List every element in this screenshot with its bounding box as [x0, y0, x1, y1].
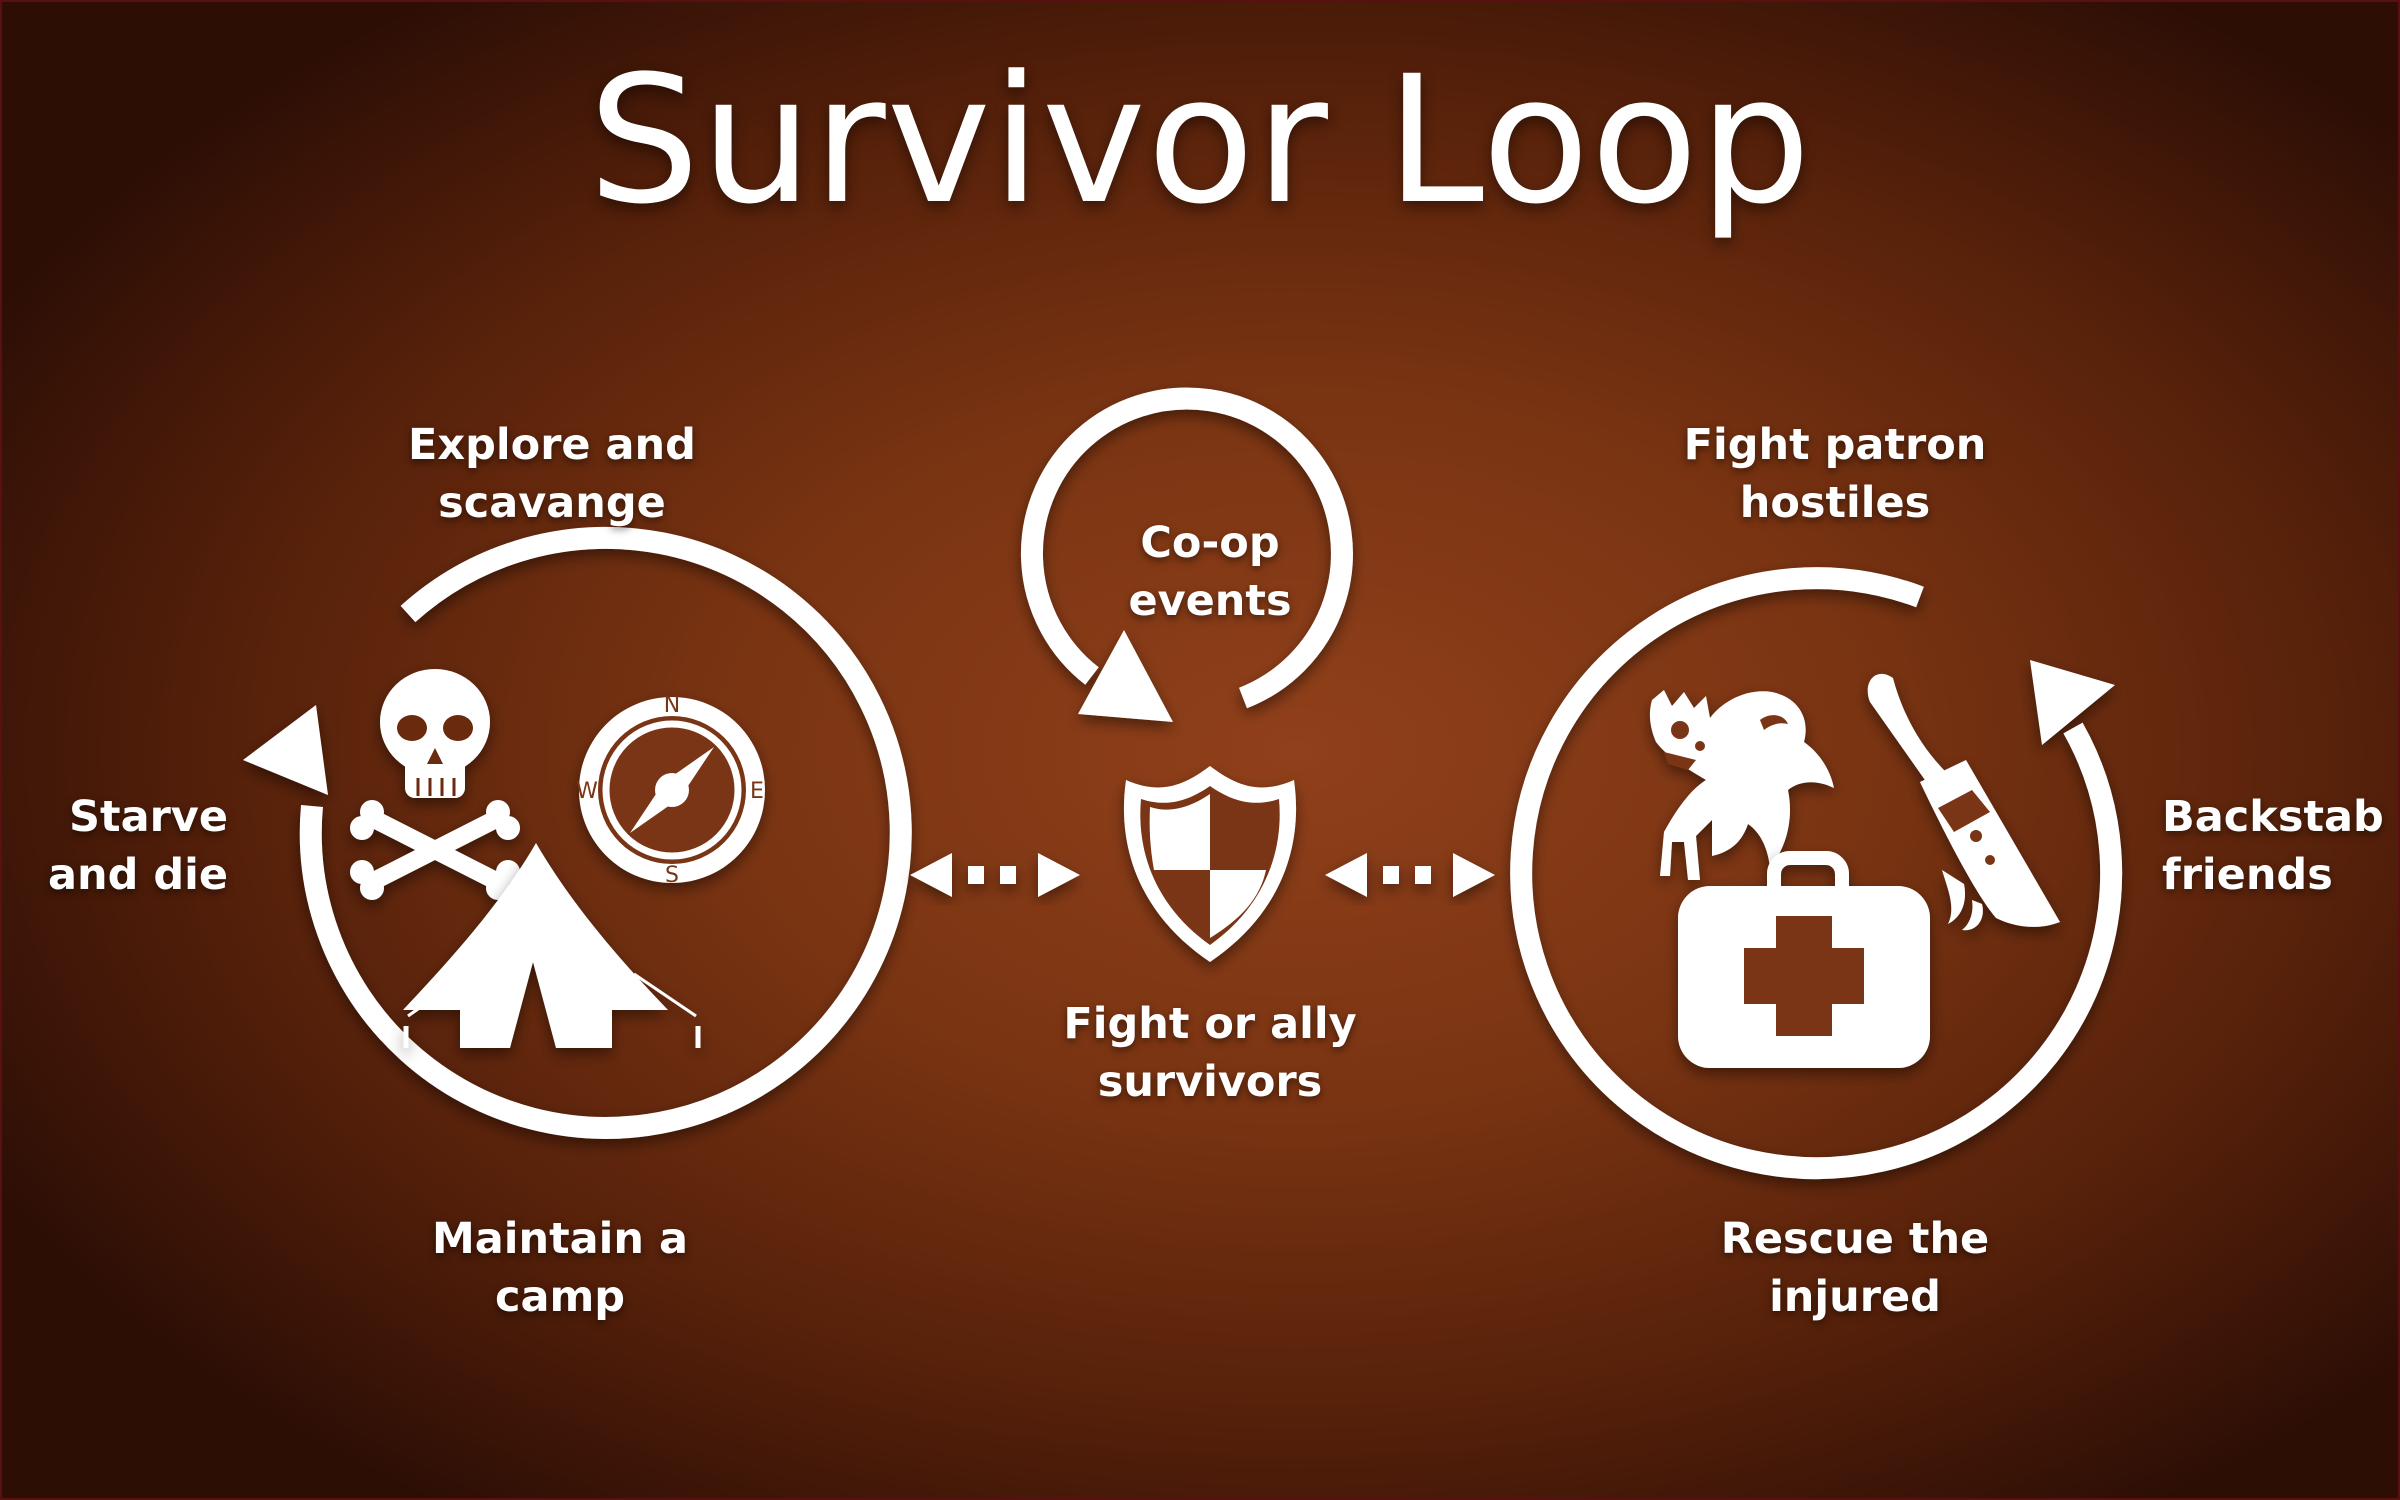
tent-icon — [403, 843, 701, 1048]
compass-south-label: S — [665, 863, 679, 888]
compass-east-label: E — [750, 779, 764, 804]
label-fight-or-ally-survivors: Fight or ally survivors — [1063, 999, 1357, 1107]
label-starve-and-die: Starve and die — [47, 792, 228, 900]
left-cycle-ring — [243, 526, 912, 1139]
monster-icon — [1649, 690, 1834, 880]
label-rescue-the-injured: Rescue the injured — [1720, 1214, 1990, 1322]
label-coop-events: Co-op events — [1128, 518, 1292, 626]
right-cycle-ring — [1510, 567, 2123, 1180]
medkit-icon — [1678, 851, 1930, 1068]
label-maintain-a-camp: Maintain a camp — [431, 1214, 689, 1322]
page-title: Survivor Loop — [588, 38, 1812, 243]
machete-icon — [1867, 673, 2060, 931]
compass-north-label: N — [664, 693, 680, 718]
coop-loop-arrowhead — [1078, 630, 1173, 722]
coop-loop-ring — [1020, 387, 1353, 722]
shield-icon — [1123, 766, 1297, 962]
left-cycle-arrowhead — [243, 705, 328, 795]
compass-icon: N S W E — [576, 693, 765, 888]
label-fight-patron-hostiles: Fight patron hostiles — [1683, 420, 1987, 528]
skull-crossbones-icon — [350, 669, 520, 900]
left-connector-arrow — [910, 853, 1080, 897]
right-connector-arrow — [1325, 853, 1495, 897]
compass-west-label: W — [576, 779, 598, 804]
right-cycle-arrowhead — [2030, 660, 2115, 745]
label-explore-and-scavange: Explore and scavange — [408, 420, 696, 528]
label-backstab-friends: Backstab friends — [2162, 792, 2384, 900]
